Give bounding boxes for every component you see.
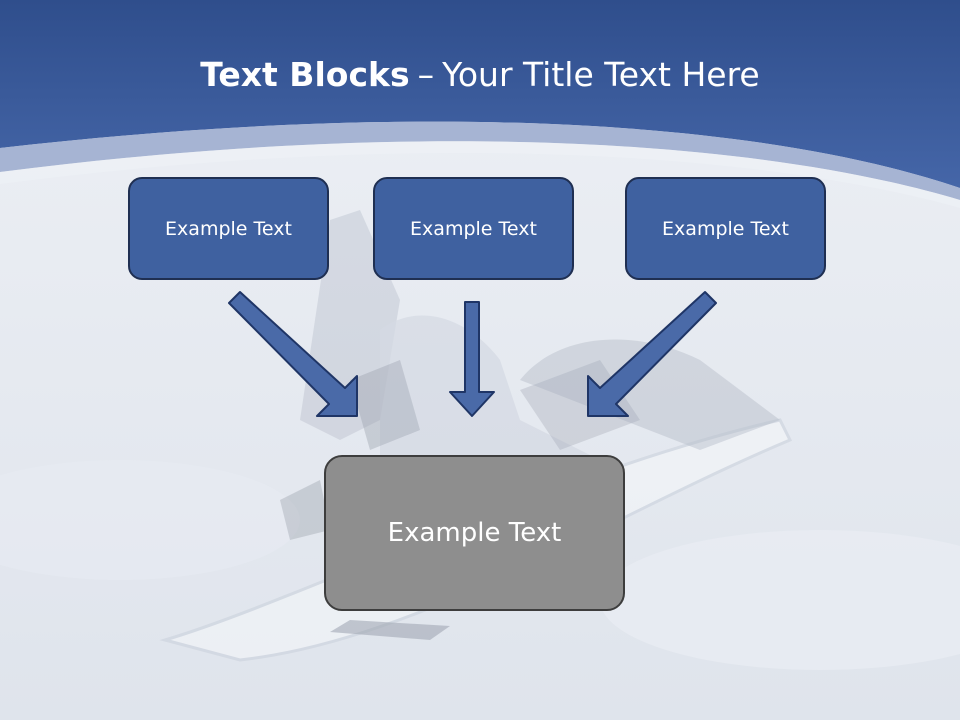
main-text-block[interactable]: Example Text — [324, 455, 625, 611]
title-separator: – — [417, 55, 435, 94]
slide-title: Text Blocks–Your Title Text Here — [0, 52, 960, 98]
text-block-3-label: Example Text — [662, 217, 789, 240]
arrow-center — [449, 301, 495, 417]
arrow-left — [228, 291, 358, 417]
main-text-block-label: Example Text — [387, 518, 562, 548]
title-bold: Text Blocks — [200, 55, 410, 94]
text-block-1[interactable]: Example Text — [128, 177, 329, 280]
text-block-2-label: Example Text — [410, 217, 537, 240]
text-block-1-label: Example Text — [165, 217, 292, 240]
arrow-right — [587, 291, 717, 417]
title-rest: Your Title Text Here — [442, 55, 760, 94]
text-block-3[interactable]: Example Text — [625, 177, 826, 280]
text-block-2[interactable]: Example Text — [373, 177, 574, 280]
